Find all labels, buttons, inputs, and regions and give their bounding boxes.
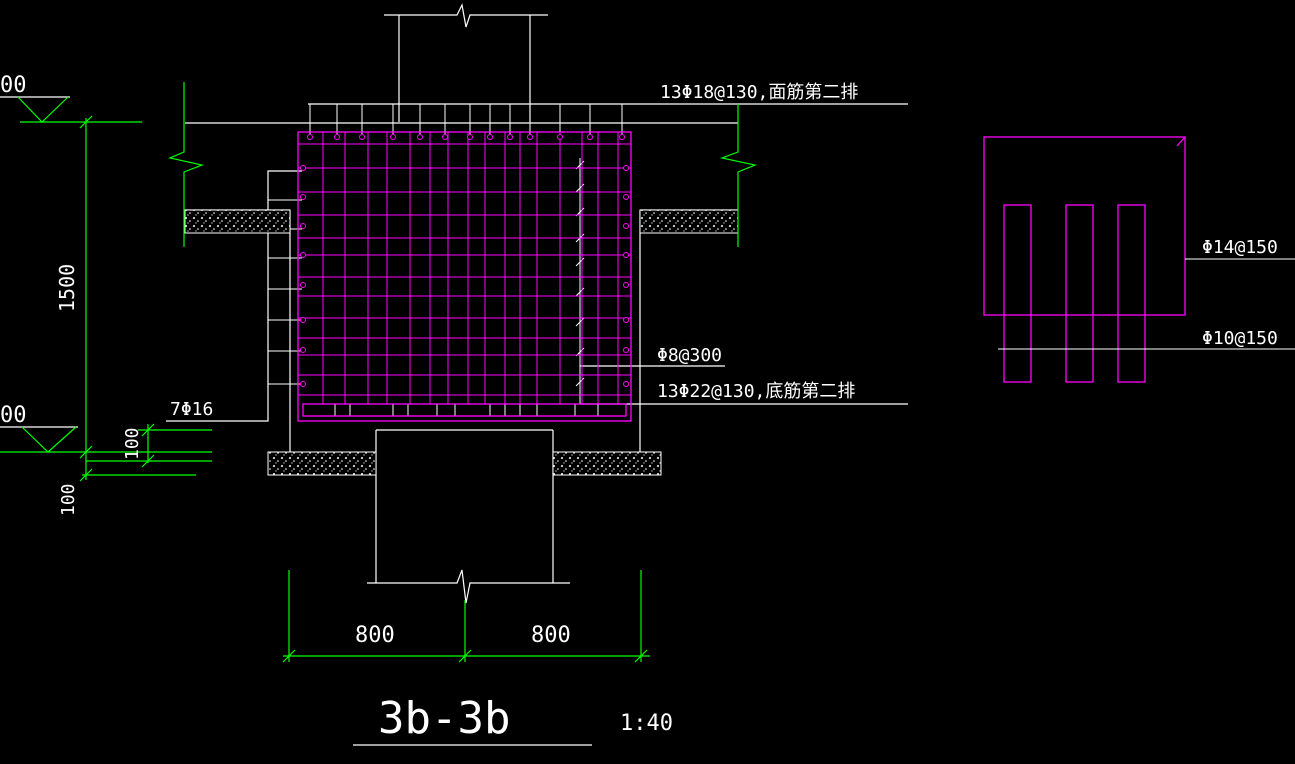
stirrup-tick <box>575 287 585 297</box>
rebar-dot-right <box>623 381 629 387</box>
cage-inner-bottom <box>302 403 627 417</box>
lower-pile <box>367 429 570 604</box>
detail-bar-1 <box>1003 204 1032 383</box>
pile-detail <box>983 136 1186 383</box>
side-rebar-label: 7Φ16 <box>170 399 213 420</box>
rebar-dot-top <box>307 134 313 140</box>
dim-width-right: 800 <box>531 623 571 648</box>
rebar-dot-top <box>417 134 423 140</box>
dim-tick-1 <box>79 115 93 129</box>
dim-width-left: 800 <box>355 623 395 648</box>
rebar-dot-top <box>527 134 533 140</box>
rebar-dot-right <box>623 165 629 171</box>
rebar-dot-right <box>623 317 629 323</box>
elevation-upper: 00 <box>0 73 27 98</box>
rebar-dot-top <box>390 134 396 140</box>
side-rebar-ticks <box>268 170 302 385</box>
rebar-dot-top <box>507 134 513 140</box>
rebar-dot-right <box>623 252 629 258</box>
dimension-lines <box>0 82 758 663</box>
concrete-pads <box>184 209 739 476</box>
detail-bar-3 <box>1117 204 1146 383</box>
dim-tick-5 <box>141 454 155 468</box>
rebar-dot-left <box>300 282 306 288</box>
rebar-dot-top <box>619 134 625 140</box>
rebar-dot-left <box>300 317 306 323</box>
rebar-dot-right <box>623 223 629 229</box>
elev-triangle-top <box>17 96 69 123</box>
dim-height-total: 1500 <box>55 264 79 312</box>
section-title: 3b-3b <box>378 693 510 744</box>
top-rebar-label: 13Φ18@130,面筋第二排 <box>660 82 858 103</box>
dim-tick-7 <box>458 649 472 663</box>
rebar-dot-left <box>300 252 306 258</box>
detail-bottom-rebar-label: Φ10@150 <box>1202 328 1278 349</box>
slab-pad-left <box>184 209 291 234</box>
elevation-lower: 00 <box>0 403 27 428</box>
detail-top-rebar-label: Φ14@150 <box>1202 237 1278 258</box>
dim-pad-thickness-2: 100 <box>58 483 79 516</box>
stirrup-tick <box>575 317 585 327</box>
scale-label: 1:40 <box>620 711 673 736</box>
stirrup-label: Φ8@300 <box>657 345 722 366</box>
detail-bar-2 <box>1065 204 1094 383</box>
detail-hook <box>1176 136 1186 147</box>
rebar-grid <box>298 132 631 404</box>
detail-cap <box>983 136 1186 316</box>
bottom-rebar-label: 13Φ22@130,底筋第二排 <box>657 381 855 402</box>
elev-triangle-bottom <box>21 426 77 453</box>
rebar-dot-top <box>334 134 340 140</box>
rebar-dot-left <box>300 381 306 387</box>
rebar-dot-left <box>300 194 306 200</box>
rebar-dots <box>300 134 629 387</box>
earth-break-right <box>719 104 758 247</box>
slab-pad-right <box>639 209 739 234</box>
dim-tick-4 <box>141 423 155 437</box>
stirrup-tick <box>575 183 585 193</box>
top-rebar-ticks <box>309 104 623 134</box>
rebar-dot-top <box>442 134 448 140</box>
dim-tick-2 <box>79 445 93 459</box>
rebar-dot-left <box>300 165 306 171</box>
rebar-dot-top <box>587 134 593 140</box>
rebar-dot-right <box>623 347 629 353</box>
rebar-dot-left <box>300 223 306 229</box>
blinding-right <box>552 451 662 476</box>
rebar-dot-top <box>467 134 473 140</box>
stirrup-tick <box>575 257 585 267</box>
dim-tick-6 <box>282 649 296 663</box>
rebar-dot-right <box>623 282 629 288</box>
stirrup-ticks <box>575 158 585 404</box>
earth-break-left <box>168 82 205 247</box>
rebar-dot-left <box>300 347 306 353</box>
dim-pad-thickness-1: 100 <box>122 427 143 460</box>
dim-tick-8 <box>634 649 648 663</box>
rebar-dot-right <box>623 194 629 200</box>
rebar-dot-top <box>359 134 365 140</box>
bottom-rebar-ticks <box>334 404 599 416</box>
rebar-dot-top <box>487 134 493 140</box>
rebar-dot-top <box>557 134 563 140</box>
blinding-left <box>267 451 377 476</box>
detail-leaders <box>998 258 1295 350</box>
stirrup-tick <box>575 377 585 387</box>
